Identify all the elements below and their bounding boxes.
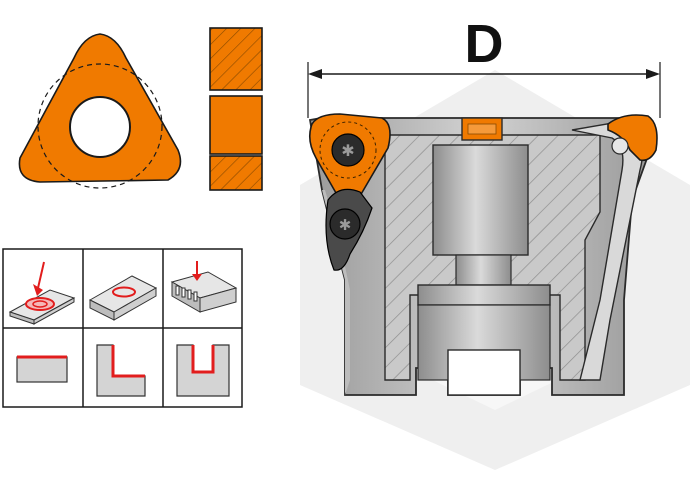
face-milling-pocket-icon xyxy=(8,261,76,325)
insert-screw-top xyxy=(331,133,365,167)
shoulder-profile-icon xyxy=(96,344,146,397)
slot-profile-icon xyxy=(176,344,230,397)
slot-milling-block-icon xyxy=(170,261,238,313)
application-grid xyxy=(2,248,243,408)
arbor-bore xyxy=(432,144,529,256)
insert-center-hole xyxy=(69,96,131,158)
face-profile-icon xyxy=(16,355,68,383)
cutter-body-section xyxy=(308,116,652,396)
drive-slot xyxy=(447,349,521,396)
face-milling-plate-icon xyxy=(88,275,158,321)
insert-section-view xyxy=(209,27,263,191)
cutter-insert-right xyxy=(607,114,658,162)
trigon-insert-top-view xyxy=(18,33,182,189)
svg-text:✱: ✱ xyxy=(339,216,352,234)
cutter-insert-left: ✱ ✱ xyxy=(308,113,391,271)
clamp-screw xyxy=(329,208,361,240)
dimension-d: D xyxy=(307,14,661,118)
diameter-label: D xyxy=(465,14,504,74)
svg-text:✱: ✱ xyxy=(341,141,354,160)
